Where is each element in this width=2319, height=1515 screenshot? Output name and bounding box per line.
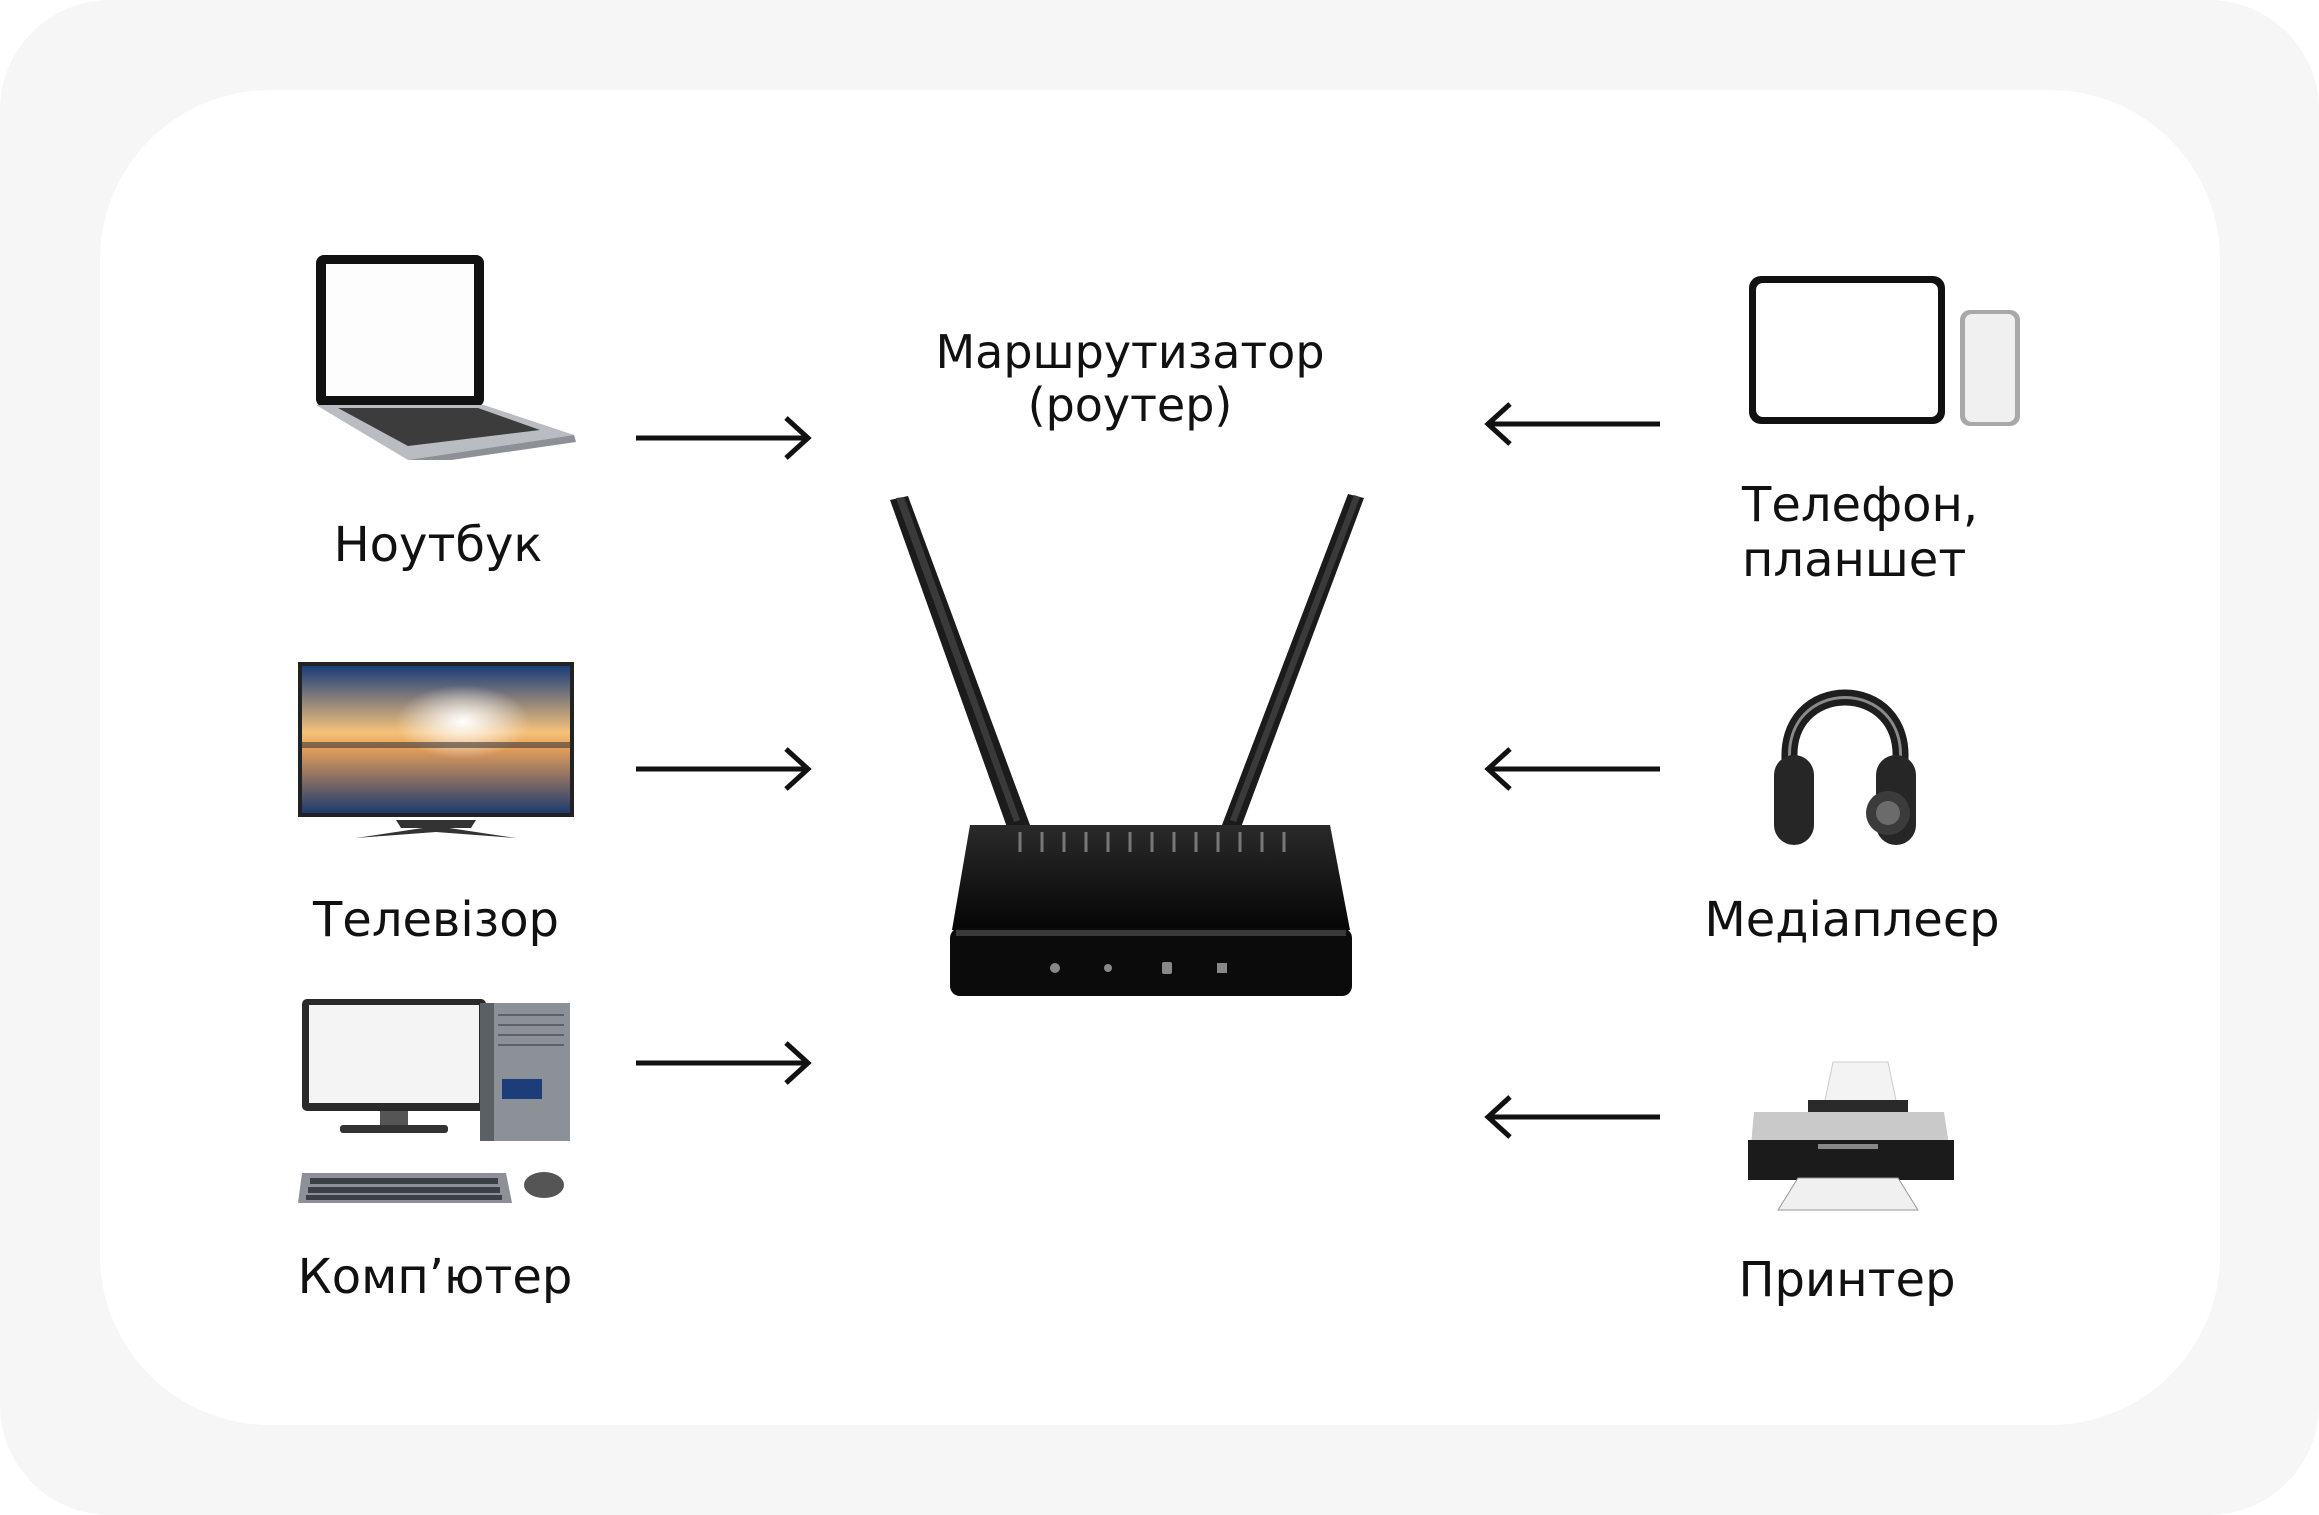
laptop-icon	[308, 250, 578, 460]
laptop-label: Ноутбук	[333, 517, 543, 573]
phone-tablet-icon	[1745, 270, 2025, 430]
media-player-label: Медіаплеєр	[1704, 892, 2000, 948]
tv-label: Телевізор	[312, 892, 560, 948]
phone-tablet-label-line1: Телефон,	[1742, 477, 1979, 533]
arrow-tv-to-router	[636, 747, 812, 791]
arrow-phone-to-router	[1484, 402, 1660, 446]
router-label-line1: Маршрутизатор	[935, 325, 1325, 379]
printer-icon	[1748, 1060, 1958, 1220]
wifi-router-icon	[870, 480, 1430, 1010]
printer-label: Принтер	[1738, 1252, 1956, 1308]
phone-tablet-label-line2: планшет	[1742, 532, 1967, 589]
tv-icon	[296, 660, 576, 845]
arrow-printer-to-router	[1484, 1095, 1660, 1139]
arrow-laptop-to-router	[636, 416, 812, 460]
computer-label: Комп’ютер	[297, 1249, 573, 1305]
desktop-computer-icon	[298, 995, 588, 1215]
arrow-media-player-to-router	[1484, 747, 1660, 791]
router-label-line2: (роутер)	[1027, 377, 1233, 432]
arrow-computer-to-router	[636, 1041, 812, 1085]
phone-tablet-label: Телефон, планшет	[1742, 477, 1979, 589]
headphones-icon	[1770, 655, 1920, 855]
router-label: Маршрутизатор (роутер)	[935, 326, 1324, 432]
